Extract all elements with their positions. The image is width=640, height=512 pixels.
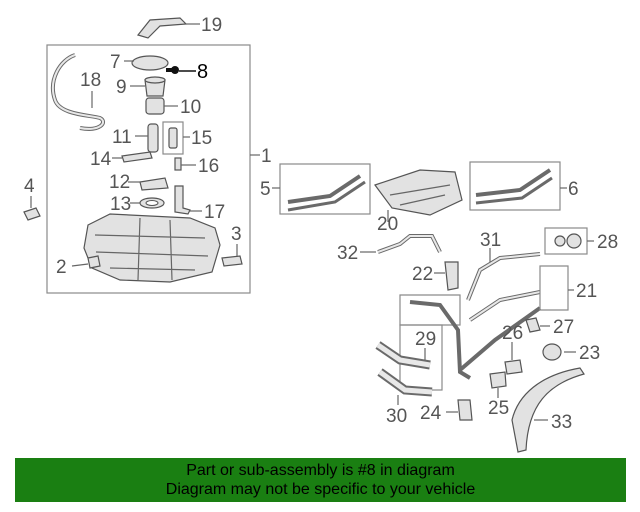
callout-12: 12 bbox=[109, 172, 130, 193]
callout-7: 7 bbox=[110, 52, 121, 73]
part-10-pump-body bbox=[145, 97, 178, 115]
callout-13: 13 bbox=[110, 194, 131, 215]
part-8-fitting bbox=[166, 66, 196, 74]
callout-30: 30 bbox=[386, 406, 407, 427]
part-3-bracket bbox=[221, 244, 243, 267]
part-27-clip bbox=[525, 317, 550, 333]
callout-26: 26 bbox=[502, 323, 523, 344]
callout-11: 11 bbox=[112, 127, 132, 148]
part-22-clamp bbox=[434, 261, 459, 291]
callout-31: 31 bbox=[480, 230, 501, 251]
part-18-hose bbox=[51, 53, 105, 131]
callout-1: 1 bbox=[261, 146, 272, 167]
part-11-filter bbox=[135, 123, 159, 153]
callout-25: 25 bbox=[488, 398, 509, 419]
callout-8: 8 bbox=[197, 61, 208, 83]
part-7-cover bbox=[124, 55, 169, 71]
part-5-strap-set bbox=[272, 163, 371, 215]
part-13-gasket bbox=[130, 197, 165, 209]
part-31-tube bbox=[466, 248, 541, 301]
part-30-hose bbox=[377, 368, 433, 405]
part-28-cap bbox=[544, 227, 594, 255]
part-19-bracket bbox=[136, 17, 200, 39]
callout-23: 23 bbox=[579, 343, 600, 364]
part-24-bracket bbox=[446, 399, 473, 421]
part-23-grommet bbox=[542, 343, 576, 361]
part-17-bracket bbox=[174, 185, 202, 215]
part-9-pump-cap bbox=[130, 76, 166, 97]
callout-29: 29 bbox=[415, 329, 436, 350]
filler-pipe-assembly bbox=[399, 265, 574, 380]
callout-3: 3 bbox=[231, 224, 242, 245]
callout-32: 32 bbox=[337, 243, 358, 264]
banner-part-note: Part or sub-assembly is #8 in diagram bbox=[186, 462, 455, 479]
callout-27: 27 bbox=[553, 317, 574, 338]
callout-10: 10 bbox=[180, 97, 201, 118]
callout-4: 4 bbox=[24, 176, 35, 197]
part-29-hose bbox=[375, 324, 443, 391]
info-banner: Part or sub-assembly is #8 in diagram Di… bbox=[15, 458, 626, 502]
callout-14: 14 bbox=[90, 149, 112, 170]
fuel-tank bbox=[83, 213, 221, 283]
callout-5: 5 bbox=[260, 179, 271, 200]
part-15-box bbox=[162, 121, 190, 155]
callout-16: 16 bbox=[198, 156, 219, 177]
callout-9: 9 bbox=[116, 77, 127, 98]
callout-17: 17 bbox=[204, 202, 225, 223]
part-26-valve bbox=[504, 342, 523, 375]
callout-18: 18 bbox=[80, 70, 101, 91]
part-32-tube bbox=[360, 234, 442, 254]
callout-19: 19 bbox=[201, 15, 222, 36]
part-14-gauge bbox=[112, 151, 153, 163]
callout-24: 24 bbox=[420, 403, 442, 424]
part-25-connector bbox=[489, 371, 507, 398]
callout-20: 20 bbox=[377, 214, 398, 235]
callout-28: 28 bbox=[597, 232, 618, 253]
part-4-pad bbox=[23, 196, 41, 221]
callout-22: 22 bbox=[412, 264, 433, 285]
part-20-shield bbox=[374, 169, 463, 222]
part-16-clip bbox=[174, 157, 196, 171]
part-2-strap-bolt bbox=[71, 255, 101, 269]
part-12-sender bbox=[128, 177, 169, 191]
callout-6: 6 bbox=[568, 179, 579, 200]
fuel-tank-group-box bbox=[46, 44, 251, 294]
part-33-liner bbox=[511, 367, 585, 453]
callout-21: 21 bbox=[576, 281, 597, 302]
callout-33: 33 bbox=[551, 412, 572, 433]
callout-2: 2 bbox=[56, 257, 67, 278]
callout-15: 15 bbox=[191, 128, 212, 149]
banner-disclaimer: Diagram may not be specific to your vehi… bbox=[165, 481, 476, 498]
part-6-strap-set bbox=[469, 161, 567, 211]
